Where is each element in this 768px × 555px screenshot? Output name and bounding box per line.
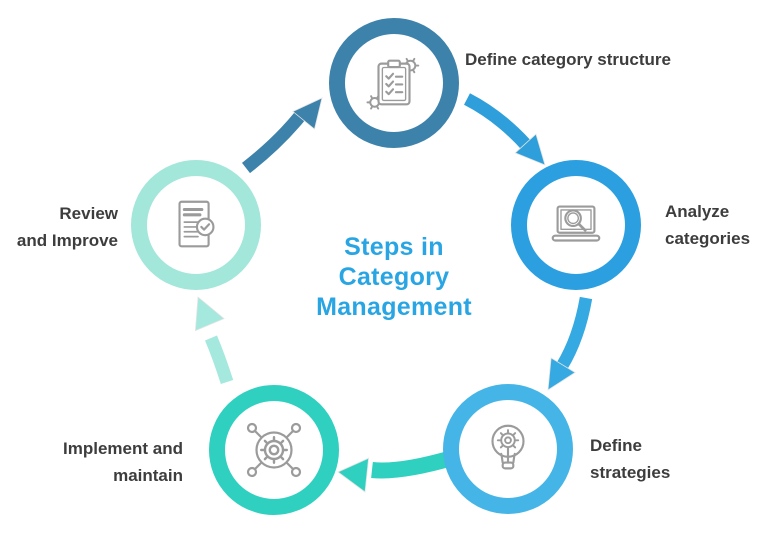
label-line: Review — [59, 204, 118, 223]
clipboard-checklist-icon — [363, 52, 425, 114]
arrow-analyze-to-strategies — [547, 296, 593, 391]
step-label-implement-maintain: Implement and maintain — [63, 435, 183, 489]
label-line: Define category structure — [465, 50, 671, 69]
label-line: maintain — [113, 466, 183, 485]
label-line: and Improve — [16, 231, 118, 250]
step-label-define-structure: Define category structure — [465, 46, 671, 73]
label-line: Analyze — [665, 202, 730, 221]
arrow-review-to-structure — [241, 97, 323, 174]
step-label-define-strategies: Define strategies — [590, 432, 670, 486]
title-line: Category — [338, 263, 450, 291]
step-circle-define-strategies — [443, 384, 573, 514]
diagram-title: Steps in Category Management — [274, 232, 514, 322]
step-circle-analyze-categories — [511, 160, 641, 290]
label-line: strategies — [590, 463, 671, 482]
document-check-icon — [165, 194, 227, 256]
arrow-implement-to-review — [194, 296, 234, 384]
title-line: Management — [316, 293, 472, 321]
network-gear-icon — [242, 418, 306, 482]
step-label-review-improve: Review and Improve — [17, 200, 118, 254]
step-circle-implement-maintain — [209, 385, 339, 515]
title-line: Steps in — [344, 233, 444, 261]
label-line: Define — [590, 436, 642, 455]
arrow-strategies-to-implement — [337, 450, 455, 493]
label-line: Implement and — [63, 439, 183, 458]
step-circle-review-improve — [131, 160, 261, 290]
step-circle-define-structure — [329, 18, 459, 148]
laptop-search-icon — [545, 194, 607, 256]
lightbulb-gear-icon — [477, 418, 539, 480]
step-label-analyze-categories: Analyze categories — [665, 198, 750, 252]
arrow-structure-to-analyze — [463, 93, 546, 166]
label-line: categories — [665, 229, 751, 248]
